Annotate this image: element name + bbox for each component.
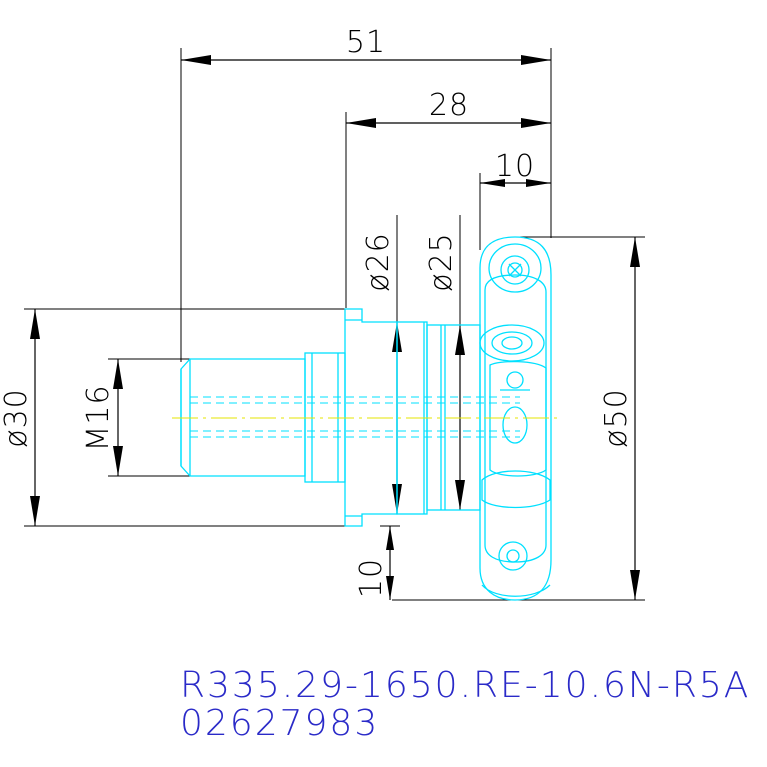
dimension-10-bottom-label: 10: [354, 558, 389, 598]
dimension-dia26: ø26: [361, 215, 402, 514]
dimension-dia25-label: ø25: [424, 232, 459, 292]
dimension-28-label: 28: [429, 88, 469, 123]
dimension-51-label: 51: [346, 25, 386, 60]
part-designation: R335.29-1650.RE-10.6N-R5A: [180, 665, 751, 706]
dimension-dia25: ø25: [424, 215, 465, 510]
dimension-10-top: 10: [479, 149, 551, 250]
insert-carrier: [479, 236, 552, 601]
dimension-dia30-label: ø30: [0, 388, 34, 448]
dimension-10-bottom: 10: [354, 525, 400, 600]
dimension-10-top-label: 10: [495, 149, 535, 184]
dimension-dia50: ø50: [392, 236, 645, 601]
dimension-m16: M16: [81, 358, 190, 477]
dimension-dia30: ø30: [0, 308, 345, 527]
dimension-dia50-label: ø50: [599, 388, 634, 448]
dimension-dia26-label: ø26: [361, 232, 396, 292]
dimension-m16-label: M16: [81, 384, 116, 451]
item-number: 02627983: [180, 703, 380, 744]
dimension-51: 51: [180, 25, 552, 362]
dimension-28: 28: [345, 88, 551, 308]
